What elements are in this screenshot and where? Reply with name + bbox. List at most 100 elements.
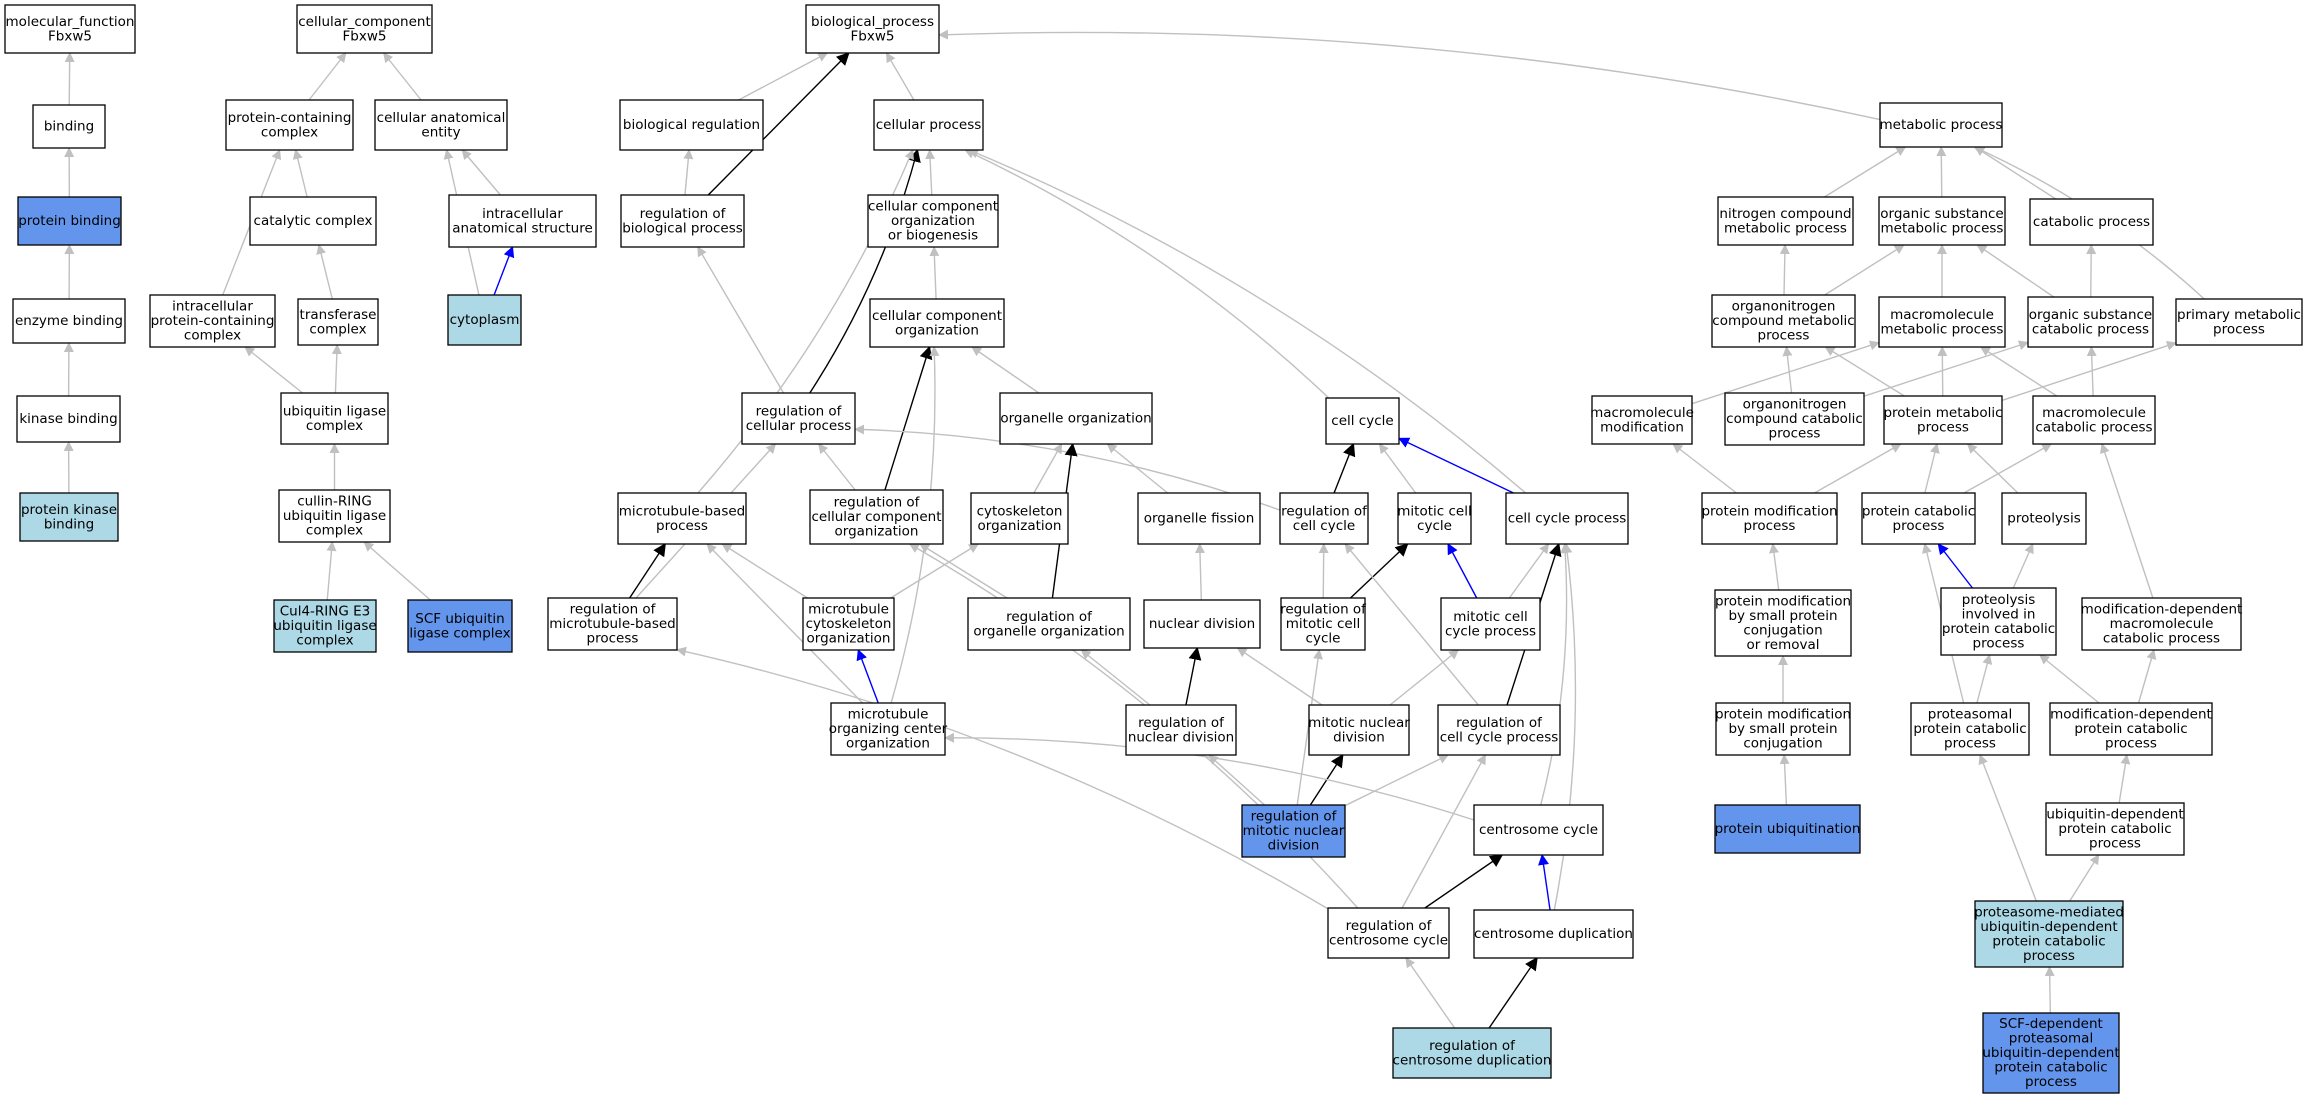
node-label-line: catalytic complex <box>254 213 373 229</box>
edge-protein_ubiquitination-to-pm_small_protein_conj <box>1779 754 1790 806</box>
go-term-node-cytoplasm[interactable]: cytoplasm <box>447 294 522 346</box>
node-label-line: Cul4-RING E3 <box>280 604 371 620</box>
node-label-line: process <box>656 518 708 534</box>
node-label-line: microtubule <box>808 602 889 618</box>
go-term-node-proteasome-mediated-udpcp[interactable]: proteasome-mediatedubiquitin-dependentpr… <box>1974 900 2124 968</box>
node-label-line: macromolecule <box>2042 405 2146 421</box>
node-label-line: molecular_function <box>6 14 135 30</box>
go-term-node-catabolic-process[interactable]: catabolic process <box>2029 198 2154 246</box>
go-term-node-biological-regulation[interactable]: biological regulation <box>619 99 764 151</box>
go-term-node-protein-ubiquitination[interactable]: protein ubiquitination <box>1714 804 1861 854</box>
node-label-line: organelle organization <box>973 623 1124 639</box>
go-term-node-enzyme-binding[interactable]: enzyme binding <box>12 298 126 344</box>
edge-centrosome_cycle-to-mtoc_organization <box>944 732 1475 821</box>
node-box <box>741 392 856 445</box>
go-term-node-protein-binding[interactable]: protein binding <box>17 196 122 246</box>
node-label-line: centrosome cycle <box>1479 822 1598 838</box>
edge-transferase_complex-to-catalytic_complex <box>316 244 333 300</box>
go-term-node-modification-dependent-mcp[interactable]: modification-dependentmacromoleculecatab… <box>2081 597 2243 651</box>
go-term-node-cell-cycle[interactable]: cell cycle <box>1325 397 1400 445</box>
go-term-node-kinase-binding[interactable]: kinase binding <box>16 395 121 443</box>
edge-mtoc_organization-to-microtubule_cytoskeleton_org <box>856 648 879 704</box>
node-label-line: ligase complex <box>409 625 510 641</box>
node-label-line: by small protein <box>1728 608 1837 624</box>
go-term-node-catalytic-complex[interactable]: catalytic complex <box>249 196 377 246</box>
go-term-node-organelle-organization[interactable]: organelle organization <box>999 392 1153 445</box>
node-box <box>12 298 126 344</box>
node-label-line: organization <box>835 524 919 540</box>
go-term-node-binding[interactable]: binding <box>32 104 106 149</box>
go-term-node-cell-cycle-process[interactable]: cell cycle process <box>1505 492 1629 545</box>
edge-regulation_cp-to-regulation_bp <box>697 246 785 394</box>
go-term-node-proteolysis[interactable]: proteolysis <box>2001 492 2087 545</box>
go-term-node-centrosome-duplication[interactable]: centrosome duplication <box>1473 909 1634 959</box>
go-term-node-metabolic-process[interactable]: metabolic process <box>1879 102 2003 148</box>
go-term-node-organelle-fission[interactable]: organelle fission <box>1137 492 1261 545</box>
node-label-line: regulation of <box>1281 503 1368 519</box>
go-term-node-centrosome-cycle[interactable]: centrosome cycle <box>1473 804 1604 856</box>
node-box <box>2029 198 2154 246</box>
go-term-node-nuclear-division[interactable]: nuclear division <box>1143 599 1261 649</box>
go-term-node-scf-dependent-pudpcp[interactable]: SCF-dependentproteasomalubiquitin-depend… <box>1982 1012 2120 1094</box>
edge-regulation_mnd-to-regulation_nuclear_division <box>1208 754 1266 806</box>
go-term-node-cellular-process[interactable]: cellular process <box>873 99 984 151</box>
node-box <box>970 492 1069 545</box>
edge-regulation_mnd-to-regulation_mitotic_cc <box>1296 649 1323 806</box>
edge-mitotic_nuclear_division-to-mitotic_cell_cycle_process <box>1389 649 1460 706</box>
node-box <box>1714 804 1861 854</box>
